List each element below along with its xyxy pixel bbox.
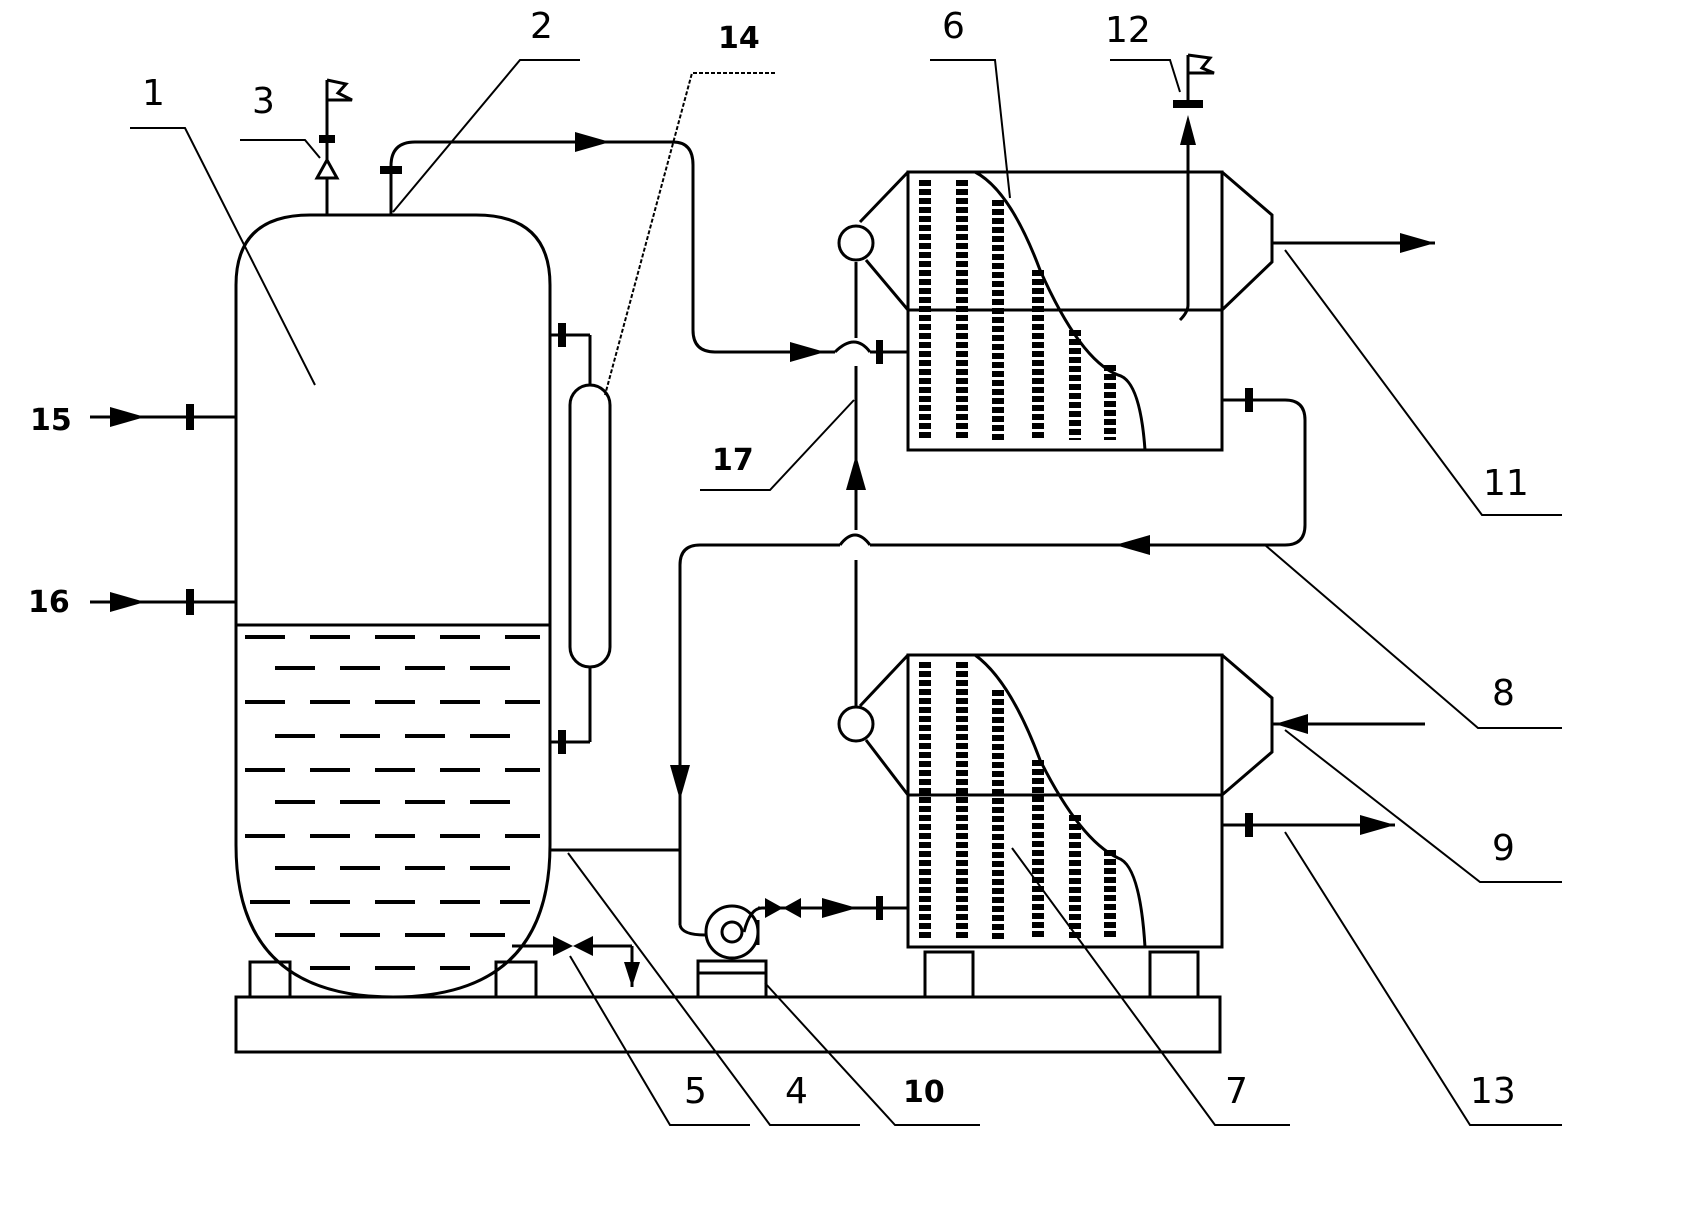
inlet-16 xyxy=(90,589,236,615)
inlet-15 xyxy=(90,404,236,430)
safety-valve xyxy=(314,78,353,215)
condenser-upper xyxy=(837,170,1274,452)
label-2: 2 xyxy=(530,6,553,47)
label-14: 14 xyxy=(718,21,760,56)
tube-bundle-lower xyxy=(919,662,1116,940)
label-11: 11 xyxy=(1483,463,1529,504)
pump-discharge xyxy=(742,896,908,933)
label-15: 15 xyxy=(30,403,72,438)
callout-labels: 1 2 3 14 6 12 15 16 17 11 8 9 13 7 10 4 … xyxy=(28,6,1529,1112)
label-8: 8 xyxy=(1492,673,1515,714)
label-7: 7 xyxy=(1225,1071,1248,1112)
label-10: 10 xyxy=(903,1075,945,1110)
label-3: 3 xyxy=(252,81,275,122)
liquid-outlet-pipe xyxy=(550,388,1307,937)
label-12: 12 xyxy=(1105,10,1151,51)
label-13: 13 xyxy=(1470,1071,1516,1112)
leader-lines xyxy=(130,59,1562,1126)
label-16: 16 xyxy=(28,585,70,620)
connecting-pipe xyxy=(846,262,866,706)
heat-exchanger-lower xyxy=(837,653,1274,949)
outlet-13 xyxy=(1222,813,1395,837)
circulation-pump xyxy=(696,904,768,999)
label-5: 5 xyxy=(684,1071,707,1112)
steam-pipe xyxy=(380,132,908,364)
label-4: 4 xyxy=(785,1071,808,1112)
tube-bundle-upper xyxy=(919,180,1116,440)
storage-tank xyxy=(234,213,552,999)
label-17: 17 xyxy=(712,443,754,478)
label-6: 6 xyxy=(942,6,965,47)
level-gauge xyxy=(550,323,612,754)
vent-valve xyxy=(1173,53,1215,322)
label-9: 9 xyxy=(1492,828,1515,869)
label-1: 1 xyxy=(142,73,165,114)
inlet-9 xyxy=(1272,714,1425,734)
outlet-11 xyxy=(1272,233,1435,253)
drain-valve xyxy=(512,936,640,987)
process-flow-diagram: 1 2 3 14 6 12 15 16 17 11 8 9 13 7 10 4 … xyxy=(28,6,1562,1126)
liquid-level-dashes xyxy=(245,635,540,970)
